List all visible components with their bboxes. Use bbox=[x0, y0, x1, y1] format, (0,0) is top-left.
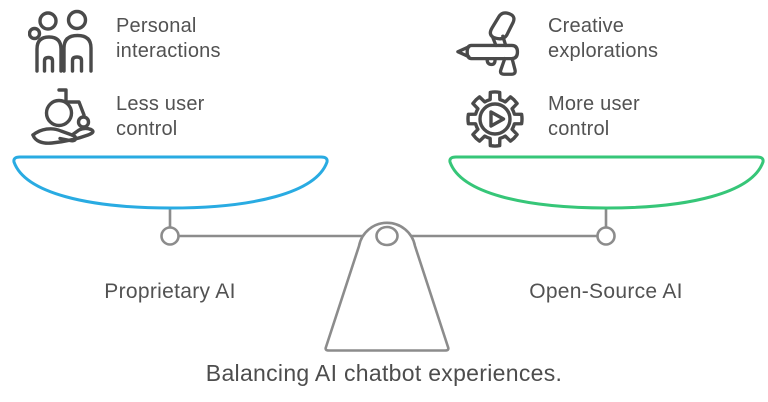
gear-play-icon bbox=[454, 85, 536, 153]
feature-label-line: Less user bbox=[116, 93, 205, 115]
feature-label-line: control bbox=[116, 118, 178, 140]
feature-label-line: Creative bbox=[548, 15, 625, 37]
feature-label: Personal interactions bbox=[116, 14, 221, 64]
feature-more-user-control: More user control bbox=[454, 85, 640, 153]
feature-label-line: control bbox=[548, 118, 610, 140]
feature-label-line: explorations bbox=[548, 40, 659, 62]
left-pan-label: Proprietary AI bbox=[104, 280, 236, 303]
feature-personal-interactions: Personal interactions bbox=[26, 8, 221, 74]
right-pan-label: Open-Source AI bbox=[529, 280, 683, 303]
feature-creative-explorations: Creative explorations bbox=[454, 8, 658, 78]
right-hanger-joint bbox=[596, 226, 616, 246]
feature-less-user-control: Less user control bbox=[26, 85, 205, 147]
airbrush-icon bbox=[454, 8, 536, 78]
pivot-hole bbox=[375, 225, 399, 247]
feature-label: More user control bbox=[548, 92, 640, 142]
fulcrum bbox=[324, 221, 450, 352]
feature-label: Less user control bbox=[116, 92, 205, 142]
feature-label: Creative explorations bbox=[548, 14, 658, 64]
feature-label-line: interactions bbox=[116, 40, 221, 62]
feature-label-line: Personal bbox=[116, 15, 197, 37]
left-pan bbox=[12, 155, 329, 210]
left-hanger-joint bbox=[160, 226, 180, 246]
caption: Balancing AI chatbot experiences. bbox=[205, 360, 563, 386]
right-pan bbox=[448, 155, 765, 210]
wheelchair-hand-icon bbox=[26, 85, 104, 147]
feature-label-line: More user bbox=[548, 93, 640, 115]
people-icon bbox=[26, 8, 104, 74]
